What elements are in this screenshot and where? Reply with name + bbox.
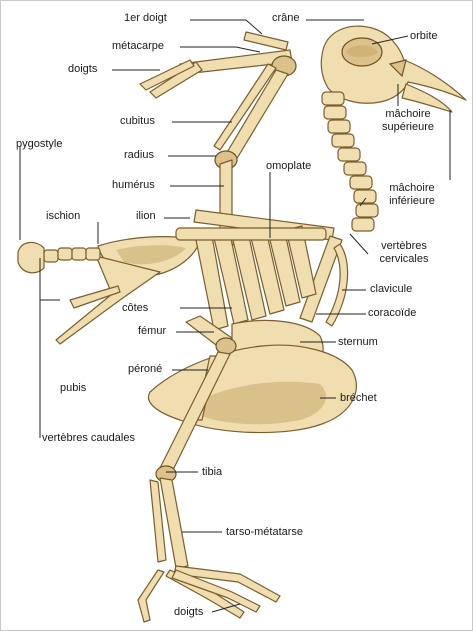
label-crane: crâne bbox=[272, 12, 300, 25]
label-brechet: bréchet bbox=[340, 392, 377, 405]
sternum-and-keel bbox=[148, 320, 356, 432]
label-omoplate: omoplate bbox=[266, 160, 311, 173]
label-orbite: orbite bbox=[410, 30, 438, 43]
label-machoire-inferieure: mâchoire inférieure bbox=[372, 182, 452, 208]
label-premier-doigt: 1er doigt bbox=[124, 12, 167, 25]
label-ischion: ischion bbox=[46, 210, 80, 223]
label-doigts-patte: doigts bbox=[174, 606, 203, 619]
label-coracoide: coracoïde bbox=[368, 307, 416, 320]
label-pygostyle: pygostyle bbox=[16, 138, 62, 151]
label-vertebres-caudales: vertèbres caudales bbox=[42, 432, 135, 445]
label-machoire-inferieure-line2: inférieure bbox=[389, 195, 435, 207]
label-vertebres-cervicales-line1: vertèbres bbox=[381, 240, 427, 252]
label-machoire-superieure: mâchoire supérieure bbox=[368, 108, 448, 134]
label-machoire-inferieure-line1: mâchoire bbox=[389, 182, 434, 194]
label-metacarpe: métacarpe bbox=[112, 40, 164, 53]
label-pubis: pubis bbox=[60, 382, 86, 395]
label-ilion: ilion bbox=[136, 210, 156, 223]
pelvis-and-tail bbox=[18, 237, 200, 344]
label-femur: fémur bbox=[138, 325, 166, 338]
label-tarso-metatarse: tarso-métatarse bbox=[226, 526, 303, 539]
label-sternum: sternum bbox=[338, 336, 378, 349]
label-cubitus: cubitus bbox=[120, 115, 155, 128]
label-humerus: humérus bbox=[112, 179, 155, 192]
label-cotes: côtes bbox=[122, 302, 148, 315]
label-vertebres-cervicales: vertèbres cervicales bbox=[368, 240, 440, 266]
label-machoire-superieure-line2: supérieure bbox=[382, 121, 434, 133]
label-doigts-aile: doigts bbox=[68, 63, 97, 76]
label-clavicule: clavicule bbox=[370, 283, 412, 296]
label-vertebres-cervicales-line2: cervicales bbox=[380, 253, 429, 265]
label-machoire-superieure-line1: mâchoire bbox=[385, 108, 430, 120]
label-tibia: tibia bbox=[202, 466, 222, 479]
label-perone: péroné bbox=[128, 363, 162, 376]
label-radius: radius bbox=[124, 149, 154, 162]
